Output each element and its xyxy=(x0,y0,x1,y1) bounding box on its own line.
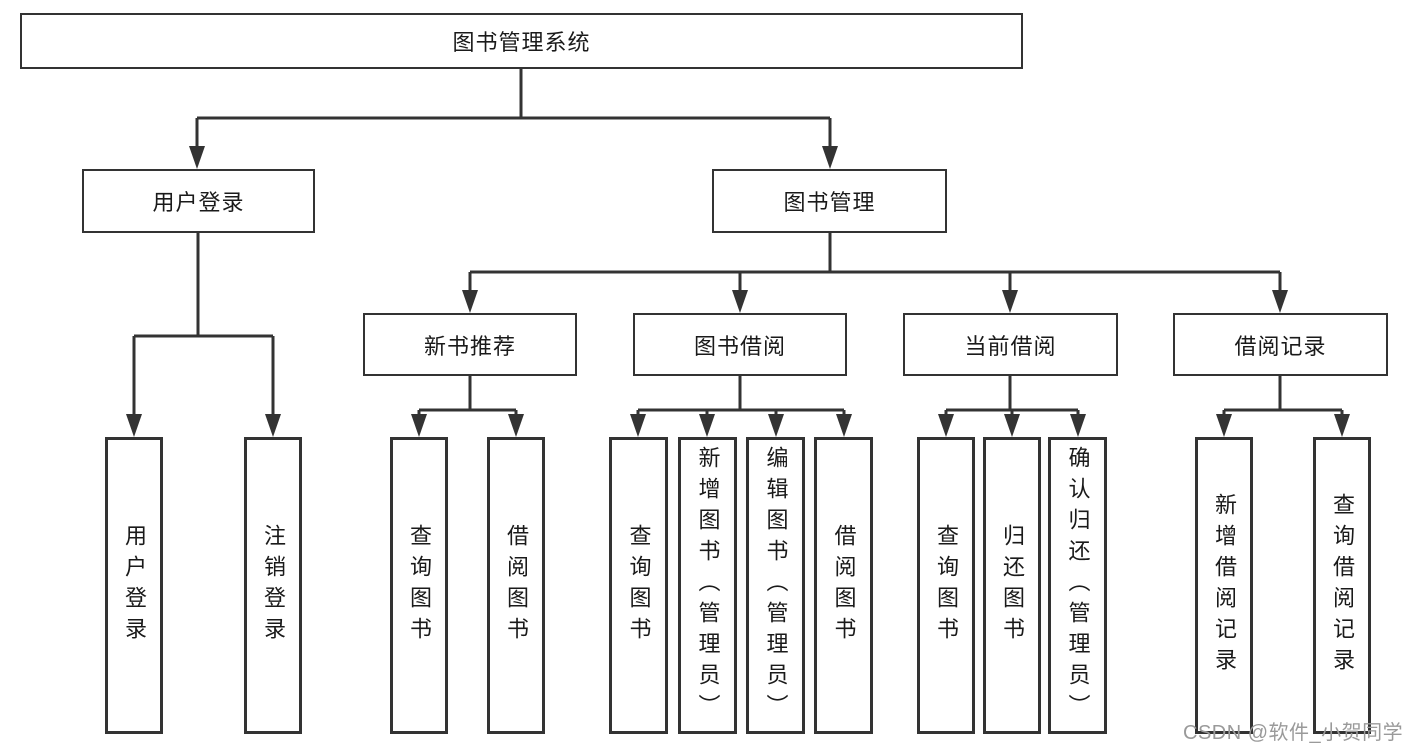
node-current-borrowing: 当前借阅 xyxy=(903,313,1118,376)
node-book-borrowing: 图书借阅 xyxy=(633,313,847,376)
leaf-return-books: 归还图书 xyxy=(983,437,1041,734)
node-user-login: 用户登录 xyxy=(82,169,315,233)
leaf-query-books-recommend: 查询图书 xyxy=(390,437,448,734)
node-label: 当前借阅 xyxy=(964,333,1057,359)
node-label: 图书借阅 xyxy=(693,333,786,359)
node-label: 借阅图书 xyxy=(504,523,529,648)
node-library-management-system: 图书管理系统 xyxy=(20,13,1023,69)
node-label: 借阅记录 xyxy=(1234,333,1327,359)
leaf-query-books-borrow: 查询图书 xyxy=(609,437,668,734)
leaf-borrow-books: 借阅图书 xyxy=(814,437,873,734)
node-label: 注销登录 xyxy=(261,523,286,648)
node-label: 新增图书（管理员） xyxy=(695,446,721,725)
leaf-edit-books-admin: 编辑图书（管理员） xyxy=(746,437,805,734)
node-label: 查询借阅记录 xyxy=(1330,492,1355,679)
leaf-add-books-admin: 新增图书（管理员） xyxy=(678,437,737,734)
node-label: 图书管理系统 xyxy=(452,30,591,55)
leaf-logout-login: 注销登录 xyxy=(244,437,302,734)
node-label: 查询图书 xyxy=(407,523,432,648)
leaf-query-books-current: 查询图书 xyxy=(917,437,975,734)
node-label: 用户登录 xyxy=(152,190,245,215)
leaf-user-login: 用户登录 xyxy=(105,437,163,734)
node-book-management: 图书管理 xyxy=(712,169,947,233)
leaf-borrow-books-recommend: 借阅图书 xyxy=(487,437,545,734)
leaf-confirm-return-admin: 确认归还（管理员） xyxy=(1048,437,1107,734)
arrowheads xyxy=(126,146,1350,437)
node-label: 查询图书 xyxy=(934,523,959,648)
node-label: 图书管理 xyxy=(783,190,876,215)
leaf-query-borrow-record: 查询借阅记录 xyxy=(1313,437,1371,734)
node-label: 确认归还（管理员） xyxy=(1065,446,1091,725)
node-label: 查询图书 xyxy=(626,523,652,648)
connector-paths xyxy=(132,69,1344,418)
csdn-watermark: CSDN @软件_小贺同学 xyxy=(1183,722,1404,744)
node-label: 用户登录 xyxy=(122,523,147,648)
node-new-book-recommendation: 新书推荐 xyxy=(363,313,577,376)
node-label: 归还图书 xyxy=(1000,523,1025,648)
node-label: 新书推荐 xyxy=(423,333,516,359)
node-label: 新增借阅记录 xyxy=(1212,492,1237,679)
node-label: 借阅图书 xyxy=(831,523,857,648)
leaf-add-borrow-record: 新增借阅记录 xyxy=(1195,437,1253,734)
node-label: 编辑图书（管理员） xyxy=(763,446,789,725)
node-borrowing-records: 借阅记录 xyxy=(1173,313,1388,376)
